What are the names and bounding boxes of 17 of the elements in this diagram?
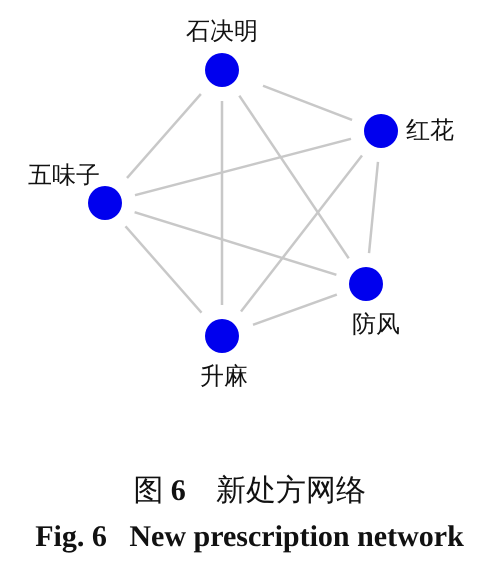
connector-line [238,95,350,259]
connector-line [134,211,337,276]
node-label: 红花 [406,117,454,145]
connector-line [220,101,224,305]
node-label: 升麻 [200,363,248,391]
connector-line [368,162,380,254]
figure-caption: 图 6 新处方网络 [132,473,367,509]
connector-line [252,293,338,326]
connector-line [240,154,363,312]
node-label: 石决明 [186,18,258,46]
connector-line [126,93,202,179]
node-label: 五味子 [28,162,100,190]
connector-line [124,225,202,314]
figure-caption: Fig. 6 New prescription network [34,520,465,554]
connector-line [134,138,352,196]
node-label: 防风 [352,311,400,339]
connector-line [262,84,352,122]
